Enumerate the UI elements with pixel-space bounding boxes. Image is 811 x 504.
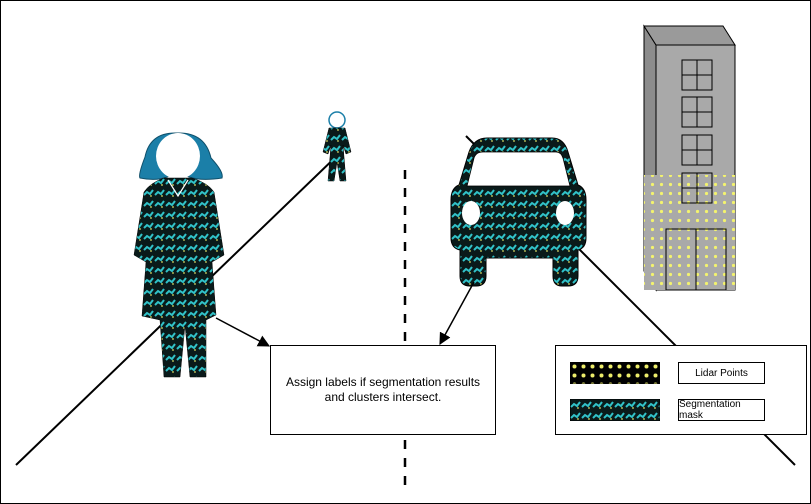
woman-figure: [133, 132, 225, 378]
lidar-points-swatch: [569, 361, 661, 385]
car-figure: [450, 137, 587, 287]
legend-label-segmentation: Segmentation mask: [678, 399, 765, 421]
arrow-woman-to-note: [215, 317, 271, 347]
person-figure: [322, 111, 352, 182]
legend-label-lidar: Lidar Points: [678, 362, 765, 384]
segmentation-mask-swatch: [569, 398, 661, 422]
arrow-car-to-note: [439, 281, 475, 346]
building-figure: [643, 24, 736, 292]
legend: Lidar Points Segmentation mask: [555, 345, 807, 435]
intersection-note-text: Assign labels if segmentation results an…: [285, 375, 481, 404]
building-lidar-points: [644, 175, 735, 290]
intersection-note: Assign labels if segmentation results an…: [270, 345, 496, 435]
